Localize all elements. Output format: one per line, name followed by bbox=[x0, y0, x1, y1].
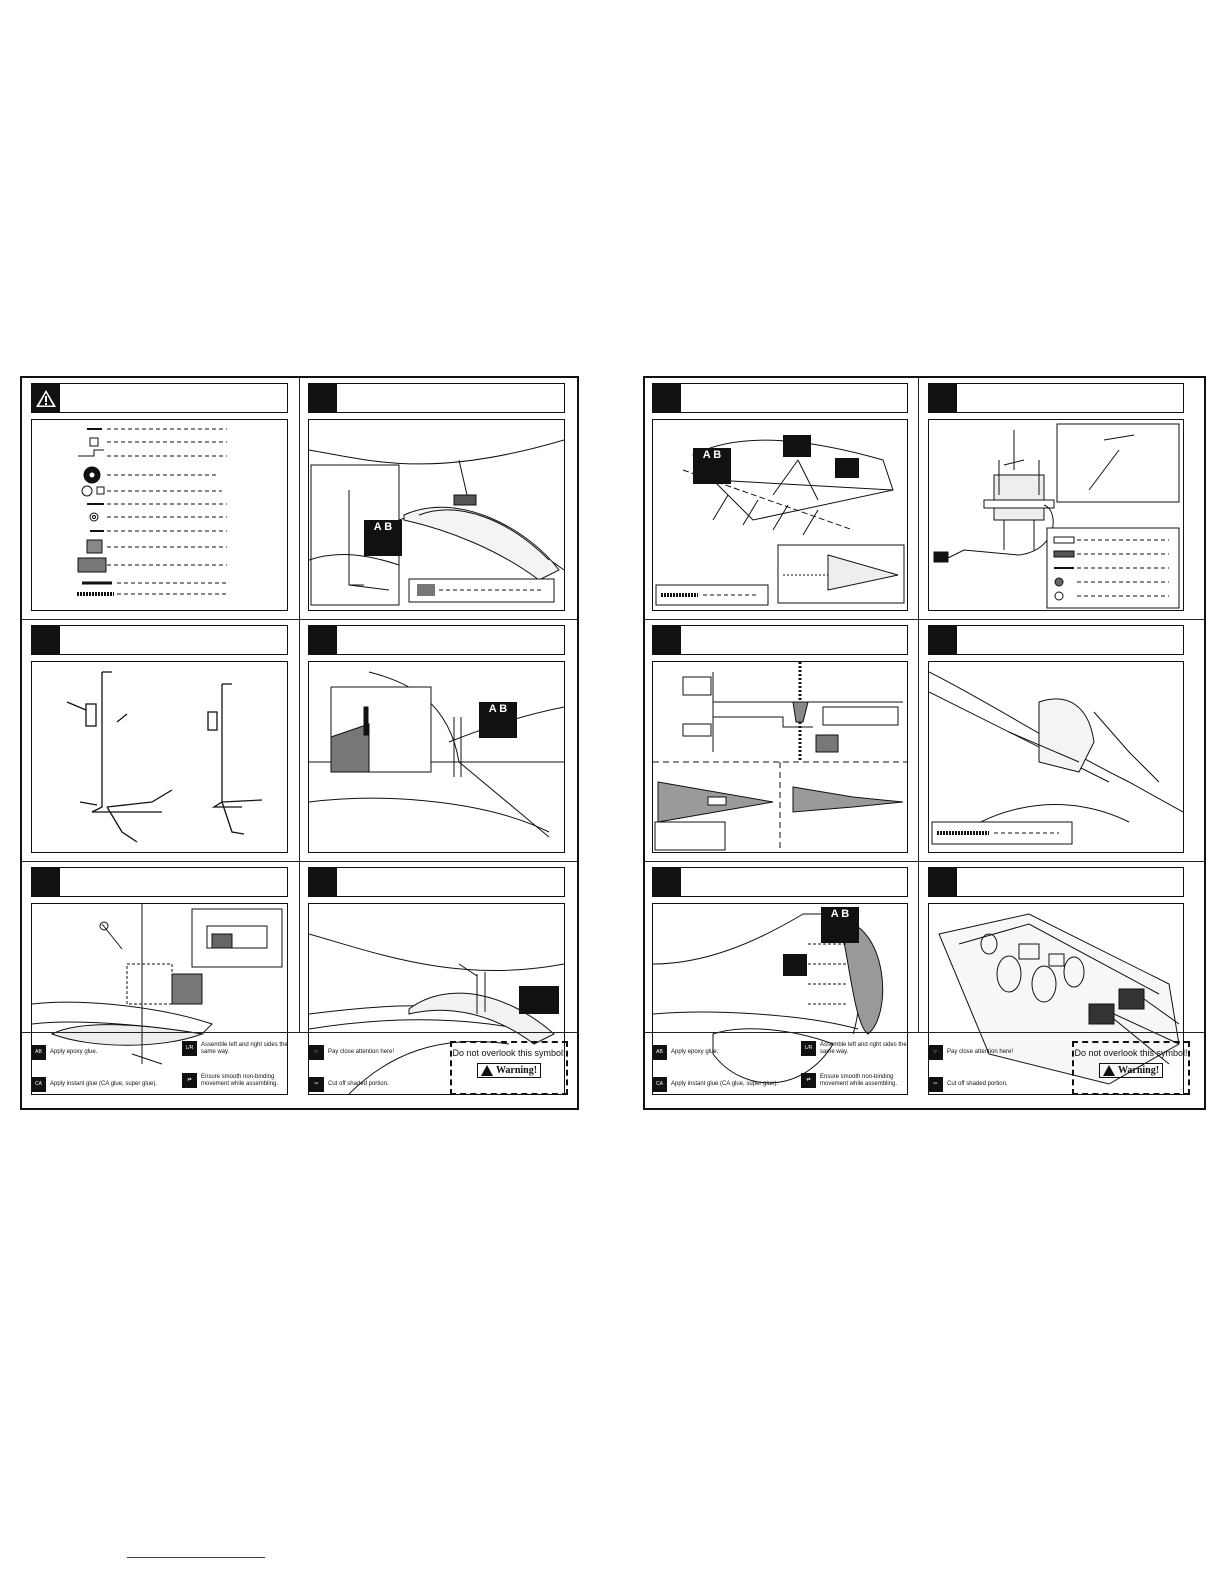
legend-attention: ☞ Pay close attention here! bbox=[928, 1045, 1013, 1060]
symbol-legend: AB Apply epoxy glue. CA Apply instant glue… bbox=[645, 1032, 1204, 1108]
assembly-figure: A B bbox=[308, 419, 565, 611]
overlook-text: Do not overlook this symbol! bbox=[1074, 1048, 1188, 1058]
cut-icon: ✂ bbox=[309, 1077, 324, 1092]
epoxy-glue-icon: A B bbox=[821, 907, 859, 943]
step-number bbox=[929, 868, 957, 896]
legend-text: Ensure smooth non-binding movement while… bbox=[201, 1073, 279, 1087]
step-number bbox=[929, 384, 957, 412]
step-header bbox=[652, 625, 908, 655]
step-header bbox=[31, 867, 288, 897]
legend-assemble: L/R Assemble left and right sides the sam… bbox=[182, 1041, 302, 1056]
step-header bbox=[928, 383, 1184, 413]
assembly-figure: A B bbox=[652, 903, 908, 1095]
row-divider bbox=[645, 861, 1204, 862]
warning-badge: Warning! bbox=[476, 1063, 542, 1078]
smooth-movement-icon: ⇄ bbox=[182, 1073, 197, 1088]
legend-text: Ensure smooth non-binding movement while… bbox=[820, 1073, 898, 1087]
legend-text: Apply instant glue (CA glue, super glue)… bbox=[50, 1081, 158, 1087]
legend-instant: CA Apply instant glue (CA glue, super glu… bbox=[652, 1077, 778, 1092]
legend-text: Pay close attention here! bbox=[947, 1049, 1014, 1055]
servo-figure bbox=[928, 419, 1184, 611]
legend-attention: ☞ Pay close attention here! bbox=[309, 1045, 394, 1060]
parts-list-figure bbox=[31, 419, 288, 611]
legend-assemble: L/R Assemble left and right sides the sam… bbox=[801, 1041, 921, 1056]
step-header bbox=[652, 383, 908, 413]
right-manual-page: A B bbox=[643, 376, 1206, 1110]
step-header bbox=[308, 383, 565, 413]
overlook-symbol-callout: Do not overlook this symbol! Warning! bbox=[450, 1041, 568, 1095]
warning-label: Warning! bbox=[1117, 1065, 1160, 1076]
hyperlink-underline[interactable] bbox=[127, 1557, 265, 1558]
warning-icon bbox=[480, 1065, 493, 1076]
legend-text: Apply epoxy glue. bbox=[671, 1049, 719, 1055]
legend-instant: CA Apply instant glue (CA glue, super glu… bbox=[31, 1077, 157, 1092]
step-header bbox=[308, 625, 565, 655]
cut-icon: ✂ bbox=[928, 1077, 943, 1092]
step-header bbox=[928, 867, 1184, 897]
assembly-figure bbox=[928, 661, 1184, 853]
left-right-icon: L/R bbox=[182, 1041, 197, 1056]
step-number bbox=[653, 868, 681, 896]
assembly-figure: A B bbox=[308, 661, 565, 853]
warning-icon bbox=[32, 384, 60, 412]
landing-gear-figure bbox=[31, 661, 288, 853]
legend-text: Assemble left and right sides the same w… bbox=[201, 1041, 288, 1055]
legend-text: Assemble left and right sides the same w… bbox=[820, 1041, 907, 1055]
hinge-figure: A B bbox=[652, 419, 908, 611]
epoxy-glue-icon: A B bbox=[693, 448, 731, 484]
legend-cut: ✂ Cut off shaded portion. bbox=[928, 1077, 1008, 1092]
row-divider bbox=[645, 619, 1204, 620]
step-number bbox=[929, 626, 957, 654]
warning-badge: Warning! bbox=[1098, 1063, 1164, 1078]
overlook-text: Do not overlook this symbol! bbox=[452, 1048, 566, 1058]
hinge-cut-figure bbox=[652, 661, 908, 853]
legend-smooth: ⇄ Ensure smooth non-binding movement whil… bbox=[182, 1073, 302, 1088]
column-divider bbox=[299, 378, 300, 1032]
epoxy-glue-icon: AB bbox=[652, 1045, 667, 1060]
step-number bbox=[309, 626, 337, 654]
epoxy-glue-icon: AB bbox=[31, 1045, 46, 1060]
symbol-legend: AB Apply epoxy glue. CA Apply instant glue… bbox=[22, 1032, 577, 1108]
step-header-parts bbox=[31, 383, 288, 413]
instant-glue-icon: CA bbox=[31, 1077, 46, 1092]
instant-glue-icon: CA bbox=[652, 1077, 667, 1092]
step-number bbox=[309, 868, 337, 896]
row-divider bbox=[22, 619, 577, 620]
step-header bbox=[652, 867, 908, 897]
legend-epoxy: AB Apply epoxy glue. bbox=[31, 1045, 97, 1060]
row-divider bbox=[22, 861, 577, 862]
step-number bbox=[653, 384, 681, 412]
left-right-icon: L/R bbox=[801, 1041, 816, 1056]
warning-icon bbox=[1102, 1065, 1115, 1076]
step-header bbox=[928, 625, 1184, 655]
legend-text: Cut off shaded portion. bbox=[947, 1081, 1008, 1087]
pointing-hand-icon: ☞ bbox=[928, 1045, 943, 1060]
step-number bbox=[32, 626, 60, 654]
epoxy-glue-icon: A B bbox=[364, 520, 402, 556]
assembly-figure bbox=[31, 903, 288, 1095]
step-header bbox=[308, 867, 565, 897]
legend-smooth: ⇄ Ensure smooth non-binding movement whil… bbox=[801, 1073, 921, 1088]
pointing-hand-icon: ☞ bbox=[309, 1045, 324, 1060]
legend-text: Cut off shaded portion. bbox=[328, 1081, 389, 1087]
smooth-movement-icon: ⇄ bbox=[801, 1073, 816, 1088]
warning-label: Warning! bbox=[495, 1065, 538, 1076]
column-divider bbox=[918, 378, 919, 1032]
step-number bbox=[309, 384, 337, 412]
legend-text: Pay close attention here! bbox=[328, 1049, 395, 1055]
legend-text: Apply instant glue (CA glue, super glue)… bbox=[671, 1081, 779, 1087]
step-header bbox=[31, 625, 288, 655]
left-manual-page: A B bbox=[20, 376, 579, 1110]
step-number bbox=[32, 868, 60, 896]
epoxy-glue-icon: A B bbox=[479, 702, 517, 738]
step-number bbox=[653, 626, 681, 654]
legend-cut: ✂ Cut off shaded portion. bbox=[309, 1077, 389, 1092]
overlook-symbol-callout: Do not overlook this symbol! Warning! bbox=[1072, 1041, 1190, 1095]
legend-epoxy: AB Apply epoxy glue. bbox=[652, 1045, 718, 1060]
legend-text: Apply epoxy glue. bbox=[50, 1049, 98, 1055]
